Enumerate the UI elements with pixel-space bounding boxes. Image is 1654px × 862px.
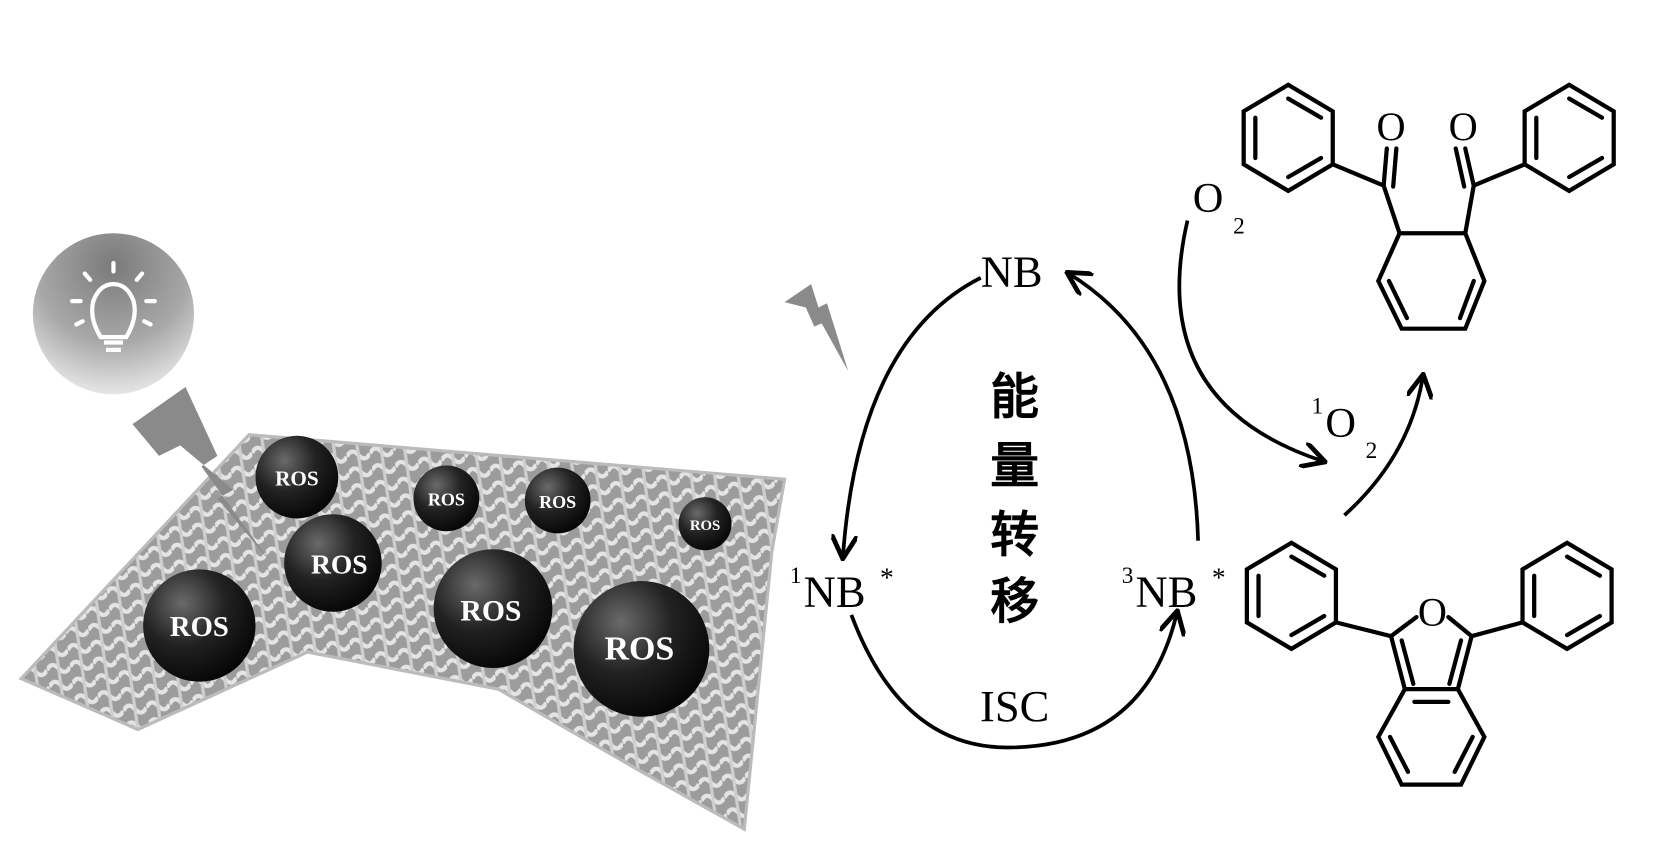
dibenzoyl-product-structure: O O [1241,82,1616,331]
svg-text:转: 转 [990,508,1039,562]
arrow-nb-to-singlet [843,276,982,557]
singlet-nb-label: 1 NB * [790,561,894,616]
svg-text:O: O [1325,400,1356,447]
svg-text:ROS: ROS [170,611,229,643]
svg-text:3: 3 [1122,563,1134,589]
svg-text:ROS: ROS [604,630,674,667]
ros-sphere: ROS [284,514,382,612]
svg-text:NB: NB [1136,566,1198,616]
svg-text:1: 1 [790,563,802,589]
svg-text:移: 移 [990,575,1039,629]
svg-text:NB: NB [804,566,866,616]
arrow-triplet-to-nb [1069,274,1200,541]
svg-text:1: 1 [1312,394,1324,420]
arrow-o2-to-singlet-o2 [1177,220,1323,462]
svg-text:O: O [1377,104,1406,149]
fabric-mesh [18,433,787,832]
svg-text:2: 2 [1233,213,1245,239]
small-lightning-icon [784,284,849,372]
singlet-o2-label: 1 O 2 [1312,394,1378,465]
light-bulb-icon [32,233,195,395]
svg-text:2: 2 [1366,438,1378,464]
svg-text:ROS: ROS [460,595,521,627]
ros-sphere: ROS [255,435,339,519]
svg-text:ROS: ROS [539,492,576,512]
svg-text:*: * [1212,561,1226,592]
svg-text:ROS: ROS [275,467,319,491]
ros-sphere: ROS [143,569,256,682]
svg-text:能: 能 [990,371,1039,425]
ros-sphere: ROS [678,497,732,551]
svg-text:量: 量 [990,439,1039,493]
ros-sphere: ROS [524,467,591,534]
nb-label: NB [981,246,1043,296]
svg-text:O: O [1449,104,1478,149]
svg-text:*: * [880,561,894,592]
svg-text:O: O [1418,590,1447,635]
ros-sphere: ROS [433,549,553,668]
svg-text:O: O [1193,175,1224,222]
ros-sphere: ROS [573,581,710,717]
triplet-nb-label: 3 NB * [1122,561,1226,616]
o2-label: O 2 [1193,175,1245,239]
svg-text:ROS: ROS [428,490,465,510]
svg-text:ROS: ROS [690,518,721,534]
dpbf-structure: O [1244,540,1614,787]
svg-text:ROS: ROS [311,549,368,580]
arrow-isc [849,613,1176,750]
isc-label: ISC [980,681,1049,731]
arrow-to-product [1343,376,1422,517]
energy-transfer-label: 能 量 转 移 [990,371,1039,630]
lightning-bolt-icon [132,386,271,562]
ros-sphere: ROS [413,465,480,532]
